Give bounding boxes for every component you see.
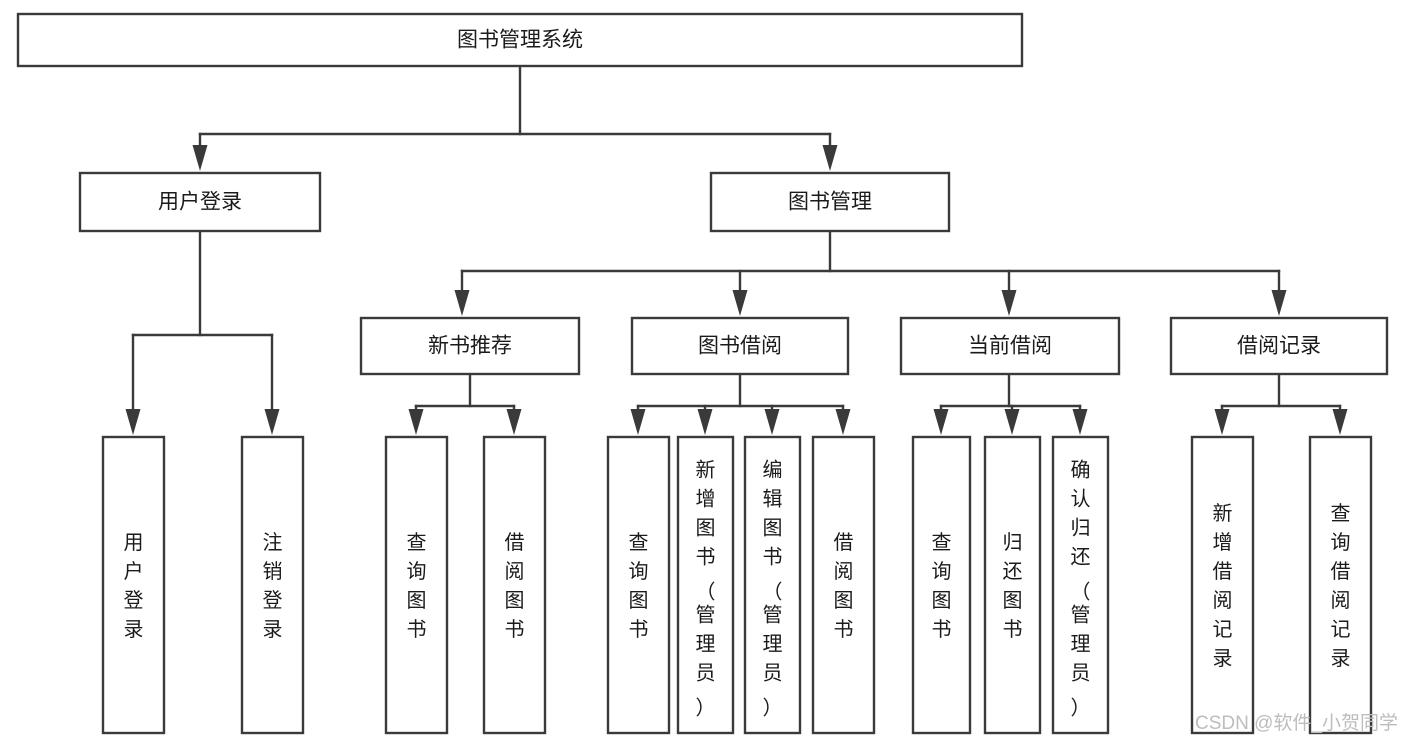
node-box[interactable]	[240, 435, 305, 735]
node-box[interactable]	[899, 316, 1121, 376]
node-root[interactable]: 图书管理系统	[16, 12, 1024, 68]
node-label: 图书借阅	[698, 335, 782, 358]
connector-group-l2_new_book_rec	[408, 372, 522, 435]
arrow-head-icon	[506, 409, 522, 435]
connector-group-l2_current_borrow	[933, 372, 1088, 435]
node-leaf_add_book[interactable]: 新增图书（管理员）	[676, 435, 735, 735]
node-leaf_add_record[interactable]: 新增借阅记录	[1190, 435, 1255, 735]
node-leaf_return_book[interactable]: 归还图书	[983, 435, 1042, 735]
node-box[interactable]	[16, 12, 1024, 68]
node-label: 借阅图书	[505, 531, 525, 641]
node-l1_user_login[interactable]: 用户登录	[78, 171, 322, 233]
arrow-head-icon	[630, 409, 646, 435]
node-box[interactable]	[811, 435, 876, 735]
arrow-head-icon	[192, 145, 208, 171]
node-leaf_borrow_book_1[interactable]: 借阅图书	[482, 435, 547, 735]
node-leaf_edit_book[interactable]: 编辑图书（管理员）	[743, 435, 802, 735]
node-leaf_logout[interactable]: 注销登录	[240, 435, 305, 735]
node-label: 查询图书	[407, 531, 427, 641]
arrow-head-icon	[933, 409, 949, 435]
arrow-head-icon	[732, 290, 748, 316]
node-l2_book_borrow[interactable]: 图书借阅	[630, 316, 850, 376]
node-l2_borrow_record[interactable]: 借阅记录	[1169, 316, 1389, 376]
node-label: 编辑图书（管理员）	[763, 459, 783, 720]
node-label: 用户登录	[124, 532, 144, 641]
node-leaf_borrow_book_2[interactable]: 借阅图书	[811, 435, 876, 735]
node-leaf_query_record[interactable]: 查询借阅记录	[1308, 435, 1373, 735]
node-label: 新增图书（管理员）	[696, 459, 716, 720]
node-l1_book_manage[interactable]: 图书管理	[709, 171, 951, 233]
node-label: 借阅记录	[1237, 335, 1321, 358]
node-label: 查询图书	[629, 531, 649, 641]
node-box[interactable]	[359, 316, 581, 376]
connector-group-l1_book_manage	[454, 229, 1287, 316]
node-label: 新书推荐	[428, 335, 512, 358]
connector-group-l2_borrow_record	[1214, 372, 1348, 435]
node-label: 图书管理	[788, 191, 872, 214]
arrow-head-icon	[1001, 290, 1017, 316]
arrow-head-icon	[1072, 409, 1088, 435]
node-box[interactable]	[482, 435, 547, 735]
arrow-head-icon	[697, 409, 713, 435]
node-label: 查询图书	[932, 531, 952, 641]
node-label: 确认归还（管理员）	[1071, 459, 1091, 720]
node-box[interactable]	[709, 171, 951, 233]
node-box[interactable]	[1190, 435, 1255, 735]
connector-group-l2_book_borrow	[630, 372, 851, 435]
node-label: 查询借阅记录	[1331, 502, 1351, 670]
arrow-head-icon	[454, 290, 470, 316]
node-box[interactable]	[983, 435, 1042, 735]
node-label: 注销登录	[263, 531, 283, 641]
node-box[interactable]	[1308, 435, 1373, 735]
node-box[interactable]	[911, 435, 972, 735]
arrow-head-icon	[1271, 290, 1287, 316]
node-box[interactable]	[384, 435, 449, 735]
node-leaf_confirm_return[interactable]: 确认归还（管理员）	[1051, 435, 1110, 735]
node-l2_current_borrow[interactable]: 当前借阅	[899, 316, 1121, 376]
node-box[interactable]	[743, 435, 802, 735]
node-label: 归还图书	[1003, 531, 1023, 641]
node-leaf_user_login[interactable]: 用户登录	[101, 435, 166, 735]
node-box[interactable]	[1169, 316, 1389, 376]
arrow-head-icon	[822, 145, 838, 171]
arrow-head-icon	[1214, 409, 1230, 435]
arrow-head-icon	[125, 409, 141, 435]
node-box[interactable]	[1051, 435, 1110, 735]
node-l2_new_book_rec[interactable]: 新书推荐	[359, 316, 581, 376]
node-leaf_query_book_3[interactable]: 查询图书	[911, 435, 972, 735]
arrow-head-icon	[408, 409, 424, 435]
node-label: 用户登录	[158, 191, 242, 214]
connector-group-l1_user_login	[125, 229, 280, 435]
node-box[interactable]	[630, 316, 850, 376]
arrow-head-icon	[1332, 409, 1348, 435]
node-box[interactable]	[676, 435, 735, 735]
connector-group-root	[192, 64, 838, 171]
arrow-head-icon	[835, 409, 851, 435]
node-label: 当前借阅	[968, 335, 1052, 358]
node-box[interactable]	[78, 171, 322, 233]
node-label: 新增借阅记录	[1213, 502, 1233, 670]
arrow-head-icon	[264, 409, 280, 435]
node-box[interactable]	[101, 435, 166, 735]
node-label: 图书管理系统	[457, 29, 583, 52]
arrow-head-icon	[1004, 409, 1020, 435]
node-leaf_query_book_1[interactable]: 查询图书	[384, 435, 449, 735]
arrow-head-icon	[764, 409, 780, 435]
node-label: 借阅图书	[834, 531, 854, 641]
node-box[interactable]	[606, 435, 671, 735]
node-leaf_query_book_2[interactable]: 查询图书	[606, 435, 671, 735]
